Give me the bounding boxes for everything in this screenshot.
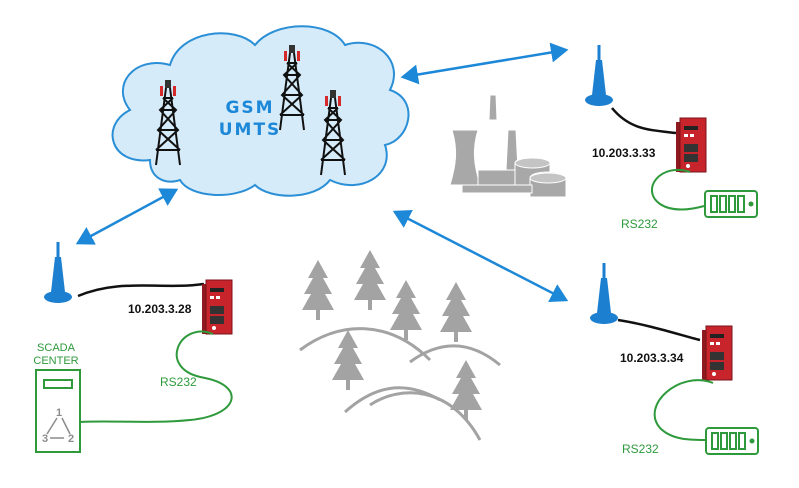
cloud-label-umts: UMTS bbox=[219, 120, 282, 140]
factory-icon bbox=[449, 94, 567, 198]
serial-label: RS232 bbox=[622, 442, 659, 456]
serial-label: RS232 bbox=[621, 217, 658, 231]
node-28: 10.203.3.28 RS232 bbox=[42, 240, 233, 423]
router-icon bbox=[675, 117, 707, 173]
tree-icon bbox=[450, 360, 482, 420]
node-ip-label: 10.203.3.34 bbox=[620, 351, 684, 365]
tree-icon bbox=[354, 250, 386, 310]
scada-node-2: 2 bbox=[68, 433, 74, 445]
scada-label-line2: CENTER bbox=[33, 355, 78, 367]
rtu-device-icon bbox=[705, 427, 759, 455]
tree-icon bbox=[332, 330, 364, 390]
gsm-umts-cloud: GSM UMTS bbox=[111, 25, 410, 197]
node-34: 10.203.3.34 RS232 bbox=[588, 261, 759, 456]
scada-node-3: 3 bbox=[42, 433, 48, 445]
antenna-icon bbox=[583, 43, 615, 108]
link-arrow-node-34 bbox=[392, 209, 569, 303]
antenna-icon bbox=[588, 261, 620, 326]
node-ip-label: 10.203.3.28 bbox=[128, 302, 192, 316]
cloud-label-gsm: GSM bbox=[225, 98, 274, 118]
node-33: 10.203.3.33 RS232 bbox=[583, 43, 758, 231]
tree-icon bbox=[302, 260, 334, 320]
antenna-icon bbox=[42, 240, 74, 305]
link-arrow-node-28 bbox=[75, 188, 179, 245]
serial-label: RS232 bbox=[160, 375, 197, 389]
router-icon bbox=[201, 279, 233, 335]
node-ip-label: 10.203.3.33 bbox=[592, 146, 656, 160]
landscape bbox=[299, 327, 501, 441]
tree-icon bbox=[440, 282, 472, 342]
router-icon bbox=[701, 325, 733, 381]
tree-icon bbox=[390, 280, 422, 340]
scada-node-1: 1 bbox=[56, 407, 62, 419]
scada-label-line1: SCADA bbox=[37, 342, 76, 354]
scada-center: SCADA CENTER 1 2 3 bbox=[33, 342, 81, 453]
rtu-device-icon bbox=[704, 190, 758, 218]
link-arrow-node-33 bbox=[400, 42, 569, 85]
